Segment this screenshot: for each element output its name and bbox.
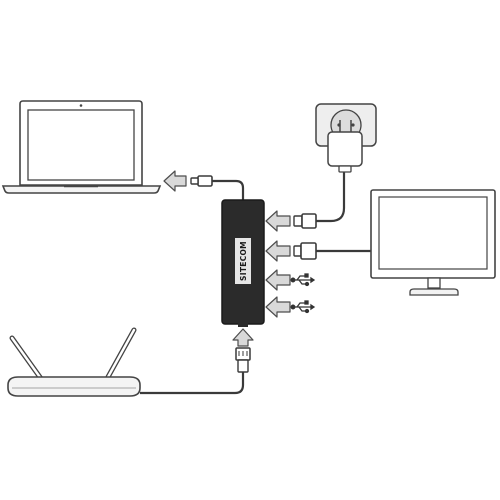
laptop-icon [1,100,162,194]
usb-symbol-icon [290,273,316,287]
arrow-in-3-icon [265,269,291,291]
hdmi-cable-icon [293,242,372,260]
arrow-in-2-icon [265,240,291,262]
arrow-up-icon [232,328,254,347]
usb-hub-device: SITECOM [221,199,265,327]
power-adapter-icon [327,120,363,173]
hub-brand-label: SITECOM [239,241,248,281]
arrow-in-1-icon [265,210,291,232]
ethernet-plug-icon [140,347,251,395]
usb-symbol-icon [290,300,316,314]
arrow-in-4-icon [265,296,291,318]
router-icon [7,327,141,397]
monitor-icon [370,189,496,296]
usb-c-cable-icon [190,175,245,201]
arrow-left-icon [163,170,187,192]
power-usb-c-cable-icon [293,172,346,229]
